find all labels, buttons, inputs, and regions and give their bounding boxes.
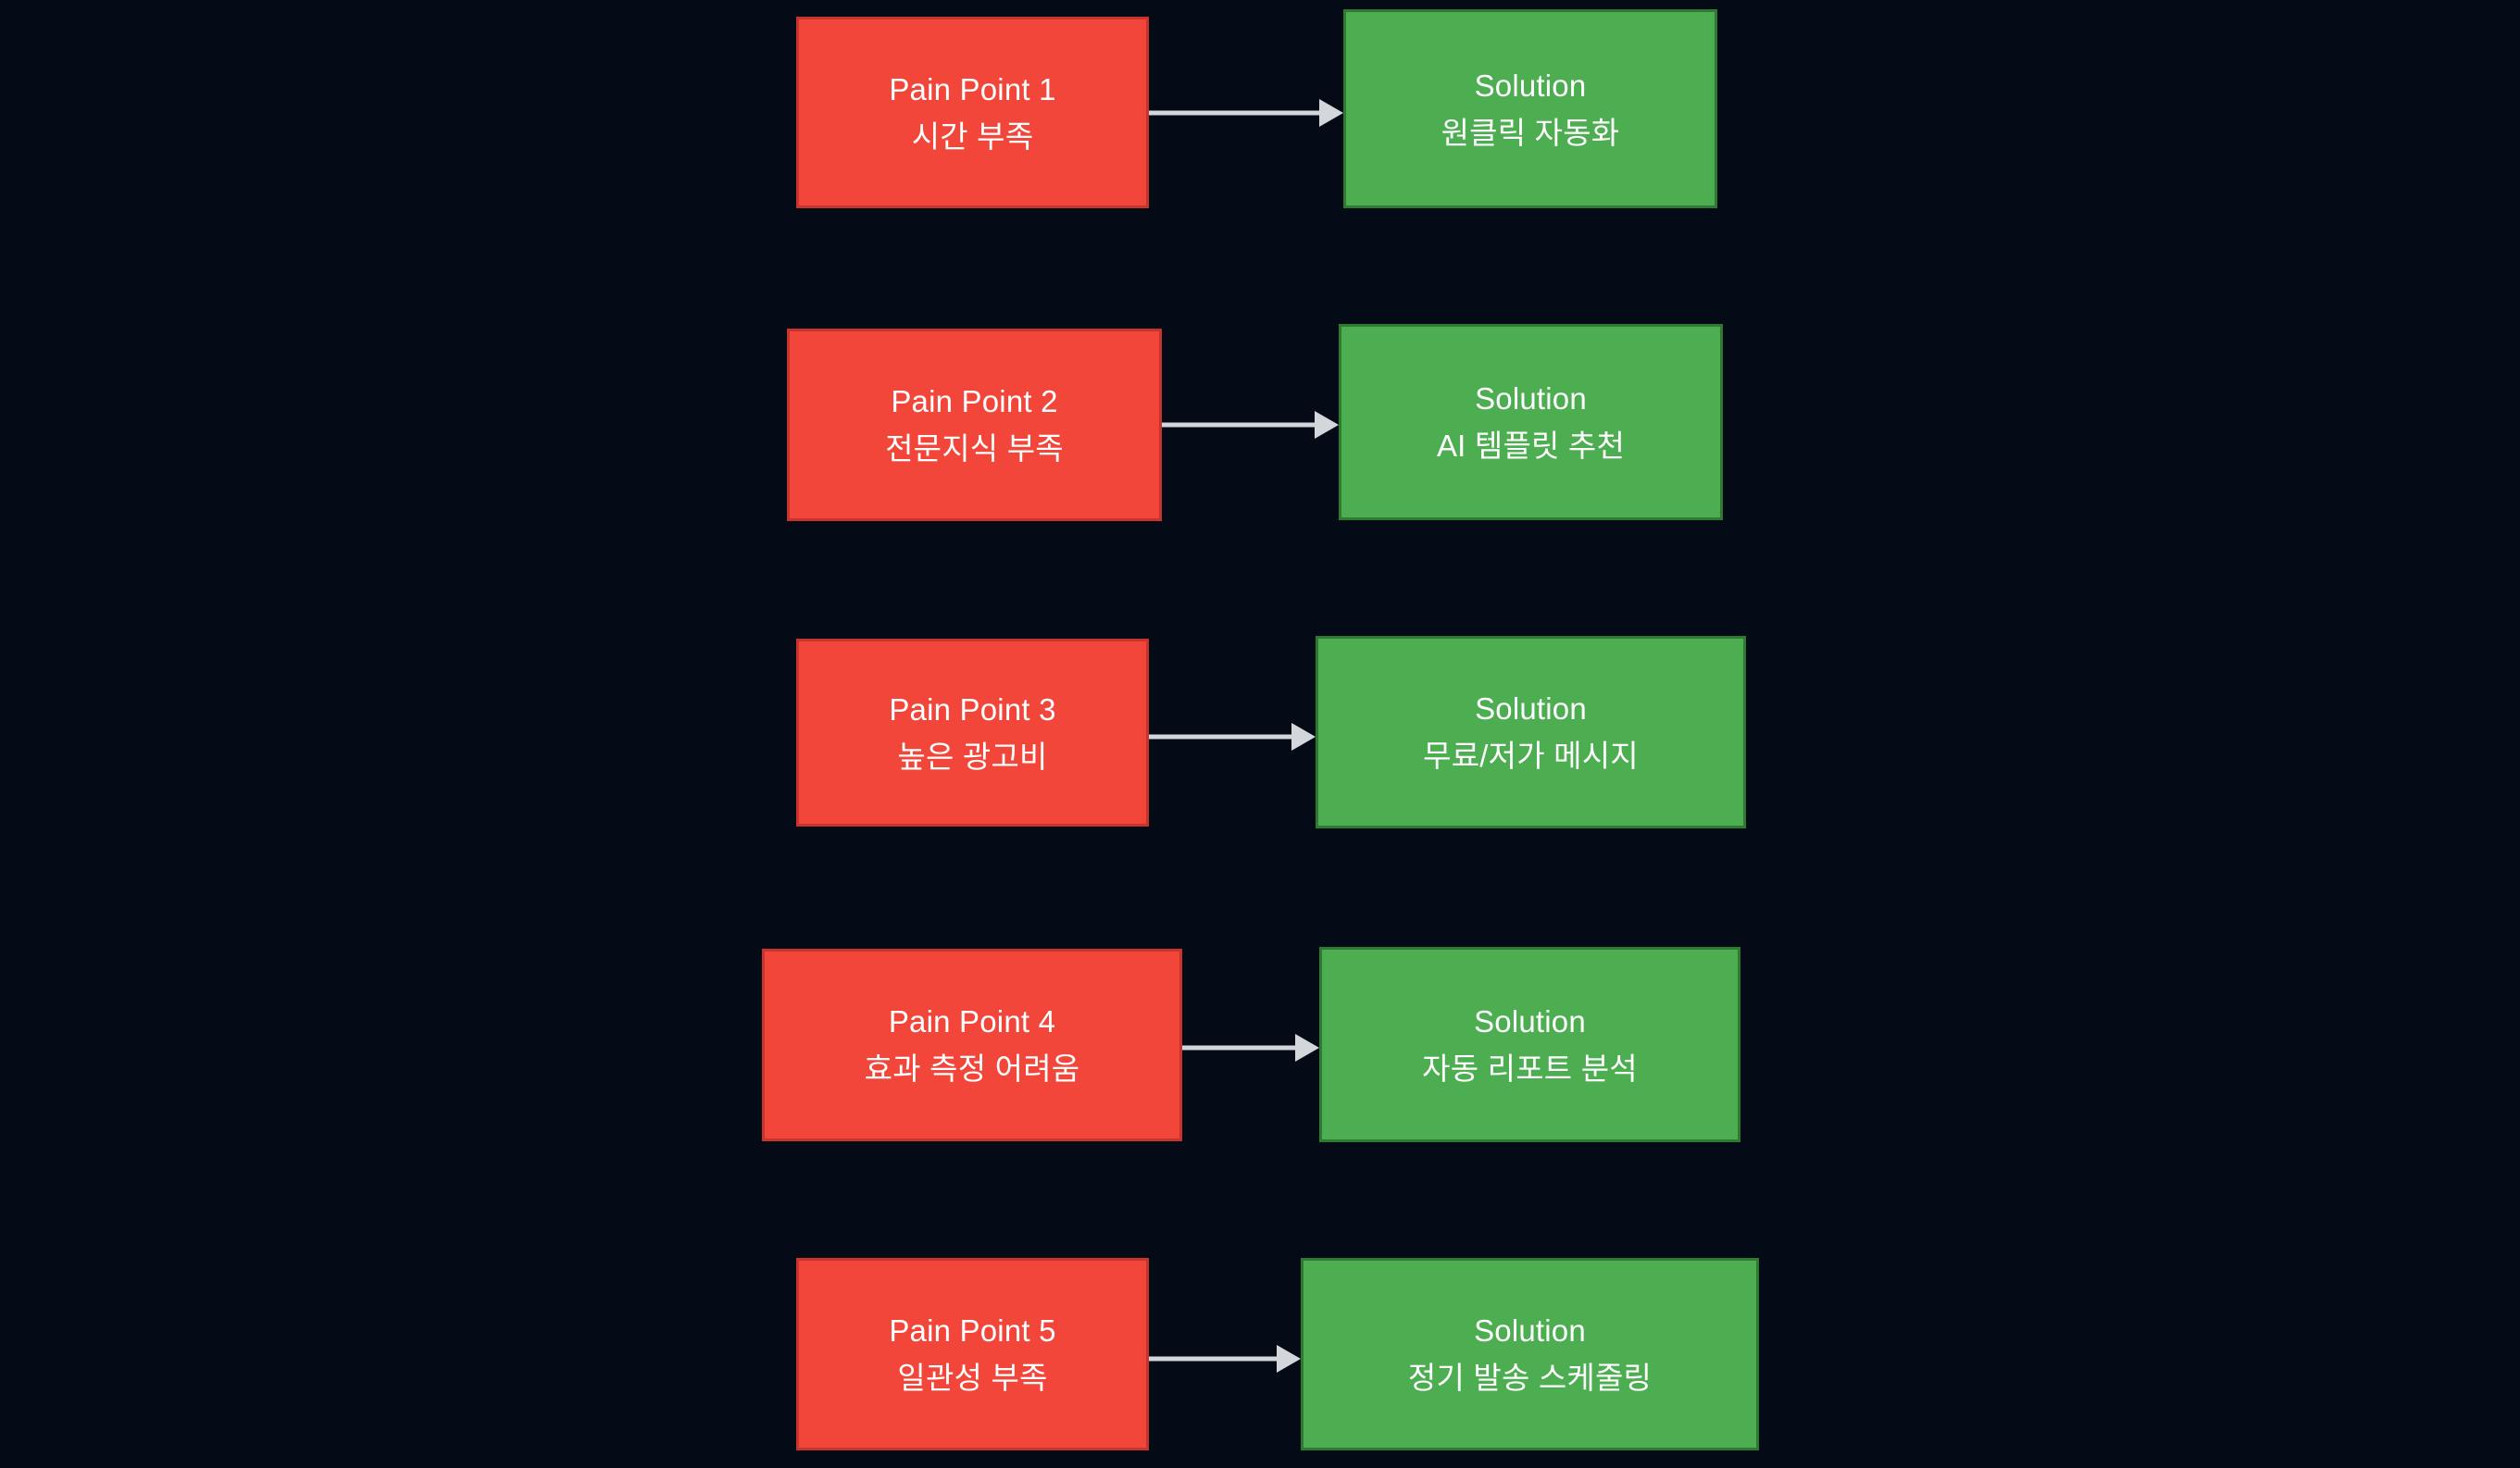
arrow-head-icon (1291, 723, 1316, 751)
solution-node-row-4[interactable]: Solution 자동 리포트 분석 (1319, 947, 1740, 1142)
pain-node-title: Pain Point 3 (889, 691, 1056, 727)
pain-node-row-3[interactable]: Pain Point 3 높은 광고비 (796, 639, 1149, 827)
pain-node-detail: 시간 부족 (911, 118, 1034, 154)
solution-node-detail: AI 템플릿 추천 (1436, 429, 1626, 463)
pain-node-title: Pain Point 1 (889, 71, 1056, 106)
arrow-head-icon (1295, 1034, 1319, 1062)
solution-node-title: Solution (1475, 381, 1587, 416)
arrow-connector-row-4 (1182, 1034, 1319, 1062)
arrow-head-icon (1319, 99, 1343, 127)
pain-node-row-4[interactable]: Pain Point 4 효과 측정 어려움 (762, 949, 1182, 1141)
arrow-connector-row-5 (1149, 1345, 1301, 1373)
pain-node-title: Pain Point 5 (889, 1313, 1056, 1348)
arrow-head-icon (1277, 1345, 1301, 1373)
solution-node-row-2[interactable]: Solution AI 템플릿 추천 (1339, 324, 1723, 520)
solution-node-title: Solution (1474, 68, 1587, 103)
solution-node-row-3[interactable]: Solution 무료/저가 메시지 (1316, 636, 1746, 828)
pain-node-title: Pain Point 4 (888, 1004, 1056, 1039)
pain-node-detail: 높은 광고비 (897, 739, 1048, 774)
pain-node-row-2[interactable]: Pain Point 2 전문지식 부족 (787, 329, 1162, 521)
solution-node-title: Solution (1474, 1313, 1586, 1348)
solution-node-detail: 정기 발송 스케줄링 (1407, 1361, 1653, 1395)
solution-node-detail: 무료/저가 메시지 (1423, 739, 1639, 773)
arrow-head-icon (1315, 411, 1339, 439)
pain-node-title: Pain Point 2 (891, 384, 1058, 418)
pain-node-detail: 일관성 부족 (897, 1361, 1048, 1395)
pain-node-detail: 효과 측정 어려움 (864, 1051, 1080, 1086)
solution-node-row-1[interactable]: Solution 원클릭 자동화 (1343, 9, 1717, 208)
solution-node-title: Solution (1475, 691, 1587, 726)
pain-node-row-1[interactable]: Pain Point 1 시간 부족 (796, 17, 1149, 208)
solution-node-detail: 자동 리포트 분석 (1422, 1051, 1638, 1086)
arrow-connector-row-2 (1162, 411, 1339, 439)
solution-node-title: Solution (1474, 1003, 1586, 1039)
solution-node-row-5[interactable]: Solution 정기 발송 스케줄링 (1301, 1258, 1759, 1450)
arrow-connector-row-1 (1149, 99, 1343, 127)
pain-node-row-5[interactable]: Pain Point 5 일관성 부족 (796, 1258, 1149, 1450)
arrow-connector-row-3 (1149, 723, 1316, 751)
pain-node-detail: 전문지식 부족 (885, 431, 1064, 466)
solution-node-detail: 원클릭 자동화 (1441, 115, 1620, 150)
